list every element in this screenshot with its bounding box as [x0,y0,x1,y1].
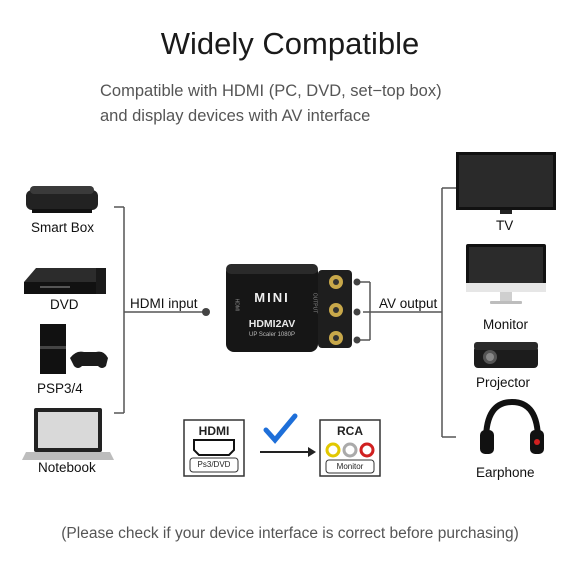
hdmi-connector-diagram [183,419,245,477]
display-label-monitor: Monitor [483,317,529,332]
device-side-label-right: OUTPUT [311,292,318,314]
converter-device [226,264,352,352]
tv-icon [456,152,556,214]
device-side-label-left: HDMI [233,298,240,312]
device-model: HDMI2AV [248,318,296,330]
device-detail: UP Scaler 1080P [249,332,295,338]
device-brand: MINI [254,290,290,305]
display-label-projector: Projector [476,375,531,390]
input-bracket [114,206,206,414]
source-label-smart-box: Smart Box [31,220,95,235]
hdmi-input-label: HDMI input [130,296,198,311]
output-bracket [356,187,456,438]
rca-sub: Monitor [336,462,364,471]
subtitle-line-1: Compatible with HDMI (PC, DVD, set−top b… [100,82,442,100]
rca-connector-diagram [319,419,381,477]
projector-icon [474,342,538,368]
display-label-tv: TV [496,218,514,233]
monitor-icon [466,244,546,304]
page-title: Widely Compatible [160,26,420,61]
headphones-icon [480,398,544,454]
source-label-dvd: DVD [50,297,79,312]
hdmi-sub: Ps3/DVD [197,460,231,469]
display-label-earphone: Earphone [476,465,535,480]
av-output-label: AV output [379,296,438,311]
rca-tag: RCA [337,424,363,438]
source-label-psp: PSP3/4 [37,381,83,396]
notebook-icon [22,408,114,460]
dvd-player-icon [24,268,106,294]
input-connector-dot [202,308,210,316]
smart-box-icon [26,186,98,213]
check-icon [263,413,298,444]
subtitle-line-2: and display devices with AV interface [100,107,371,125]
hdmi-tag: HDMI [198,424,230,438]
game-console-icon [40,324,108,374]
source-label-notebook: Notebook [38,460,96,475]
footer-note: (Please check if your device interface i… [61,525,519,542]
